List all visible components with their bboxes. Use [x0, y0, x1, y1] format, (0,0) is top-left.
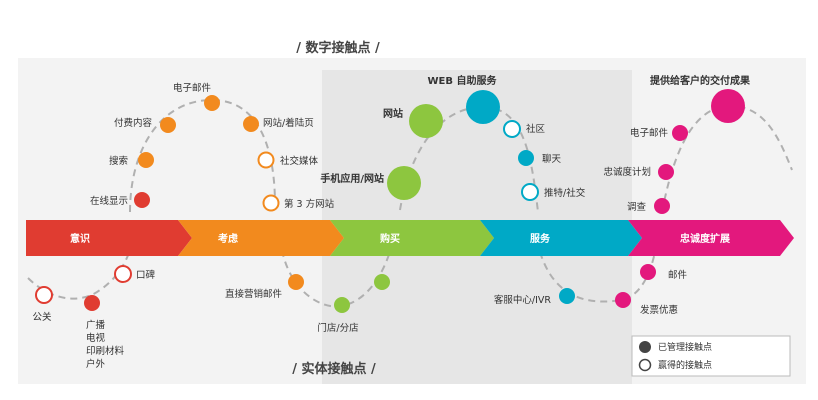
- touchpoint-deliverables: [711, 89, 745, 123]
- label-word-of-mouth: 口碑: [136, 269, 156, 281]
- journey-curve-top-mid: [399, 105, 539, 213]
- stage-awareness: [26, 220, 192, 256]
- touchpoint-email-top: [204, 95, 220, 111]
- journey-curve-bottom-left: [27, 249, 131, 300]
- touchpoint-stores-2: [374, 274, 390, 290]
- touchpoint-twitter-social: [521, 183, 539, 201]
- touchpoint-call-center: [559, 288, 575, 304]
- label-media-broadcast: 广播: [86, 319, 106, 331]
- touchpoint-direct-mail: [288, 274, 304, 290]
- touchpoint-loyalty-plan: [658, 164, 674, 180]
- touchpoint-search: [138, 152, 154, 168]
- label-email-top: 电子邮件: [173, 82, 212, 94]
- legend-managed-label: 已管理接触点: [658, 341, 712, 353]
- label-email-loyalty: 电子邮件: [630, 127, 669, 139]
- touchpoint-chat: [518, 150, 534, 166]
- label-pr: 公关: [32, 311, 52, 323]
- touchpoint-pr: [35, 286, 53, 304]
- stage-service: [480, 220, 642, 256]
- label-website-landing: 网站/着陆页: [263, 117, 314, 129]
- legend-earned-label: 赢得的接触点: [658, 359, 712, 371]
- touchpoint-mobile-app: [387, 166, 421, 200]
- label-promotions: 发票优惠: [640, 304, 678, 316]
- label-media-print: 印刷材料: [86, 345, 125, 357]
- touchpoint-website-landing: [243, 116, 259, 132]
- label-mobile-app: 手机应用/网站: [320, 172, 384, 185]
- label-chat: 聊天: [542, 153, 562, 165]
- label-twitter-social: 推特/社交: [544, 187, 586, 199]
- legend-earned-icon: [638, 358, 652, 372]
- label-direct-mail: 直接营销邮件: [225, 288, 283, 300]
- touchpoint-third-party-sites: [262, 194, 280, 212]
- touchpoint-online-display: [134, 192, 150, 208]
- touchpoint-web-self-service: [466, 90, 500, 124]
- label-media-outdoor: 户外: [86, 358, 106, 370]
- label-social-media: 社交媒体: [280, 155, 319, 167]
- label-search: 搜索: [109, 155, 128, 167]
- label-paid-content: 付费内容: [114, 117, 153, 129]
- touchpoint-word-of-mouth: [114, 265, 132, 283]
- label-website: 网站: [383, 107, 403, 120]
- label-call-center: 客服中心/IVR: [494, 294, 552, 306]
- label-loyalty-plan: 忠诚度计划: [603, 166, 651, 178]
- deliverables-title: 提供给客户的交付成果: [650, 74, 751, 87]
- stage-label-loyalty: 忠诚度扩展: [680, 232, 730, 245]
- touchpoint-mail: [640, 264, 656, 280]
- digital-touchpoints-title: / 数字接触点 /: [296, 40, 380, 56]
- legend-managed-icon: [639, 341, 651, 353]
- touchpoint-email-loyalty: [672, 125, 688, 141]
- physical-touchpoints-title: / 实体接触点 /: [292, 361, 376, 377]
- label-mail: 邮件: [668, 269, 688, 281]
- label-third-party-sites: 第 3 方网站: [284, 198, 335, 210]
- web-self-service-title: WEB 自助服务: [428, 74, 498, 87]
- stage-label-purchase: 购买: [380, 232, 400, 245]
- touchpoint-promotions: [615, 292, 631, 308]
- stage-purchase: [330, 220, 494, 256]
- label-community: 社区: [526, 123, 546, 135]
- stage-consideration: [178, 220, 344, 256]
- touchpoint-survey: [654, 198, 670, 214]
- stage-loyalty: [628, 220, 794, 256]
- touchpoint-website: [409, 104, 443, 138]
- label-stores: 门店/分店: [317, 322, 358, 334]
- label-online-display: 在线显示: [90, 195, 128, 207]
- touchpoint-social-media: [257, 151, 275, 169]
- touchpoint-community: [503, 120, 521, 138]
- touchpoint-stores: [334, 297, 350, 313]
- legend-box: [631, 335, 791, 377]
- touchpoint-paid-content: [160, 117, 176, 133]
- stage-label-awareness: 意识: [70, 232, 90, 245]
- touchpoint-media: [84, 295, 100, 311]
- stage-label-service: 服务: [530, 232, 551, 245]
- label-survey: 调查: [627, 201, 647, 213]
- label-media-tv: 电视: [86, 332, 106, 344]
- stage-label-consideration: 考虑: [218, 232, 238, 245]
